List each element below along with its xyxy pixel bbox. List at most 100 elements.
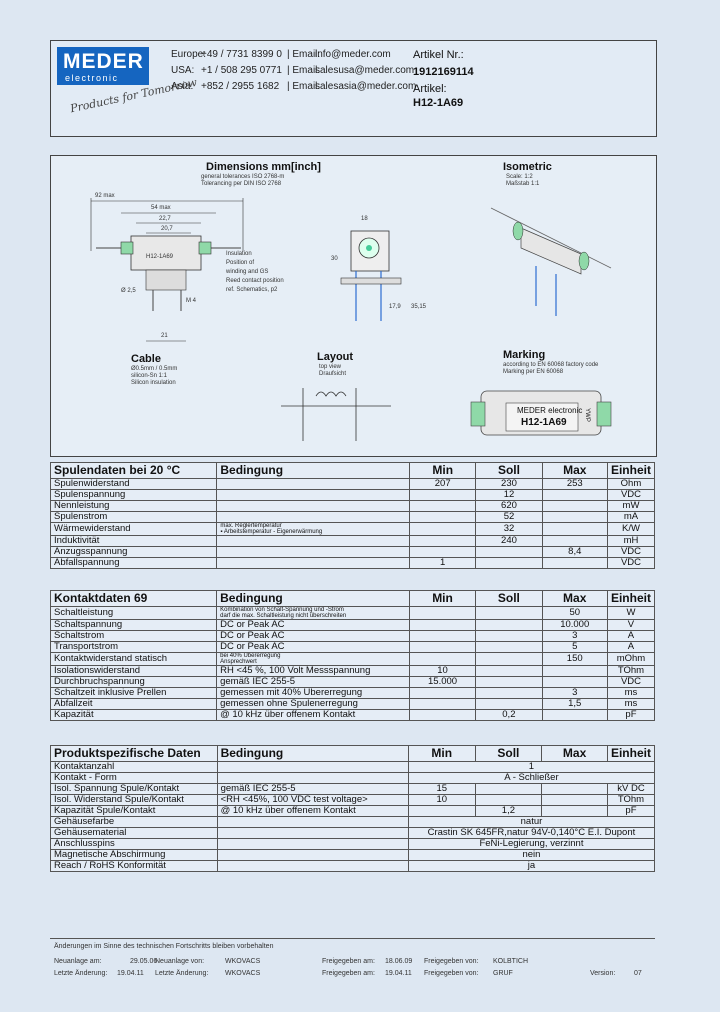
produkt-cell-unit: TOhm <box>606 794 656 806</box>
spulen-cell-min <box>409 511 477 523</box>
spulen-header-max: Max <box>541 462 608 479</box>
spulen-header-min: Min <box>409 462 477 479</box>
spulen-header-unit: Einheit <box>606 462 656 479</box>
contact-europe-email[interactable]: info@meder.com <box>315 49 391 60</box>
spulen-cell-cond <box>216 535 411 547</box>
isometric-title: Isometric <box>503 161 552 173</box>
side-wire <box>366 245 372 251</box>
kontakt-cell-min <box>408 698 477 710</box>
spulen-header-cond: Bedingung <box>216 462 411 479</box>
kontakt-cell-soll <box>475 630 543 642</box>
kontakt-cell-cond: bei 40% Übererregung Ansprechwert <box>216 652 410 666</box>
marking-left-insulator <box>470 401 486 427</box>
spulen-cell-name: Wärmewiderstand <box>49 522 218 536</box>
kontakt-cell-min: 10 <box>408 665 477 677</box>
left-insulator <box>120 241 134 255</box>
footer-frei-von-label: Freigegeben von: <box>424 958 479 965</box>
spulen-header-soll: Soll <box>475 462 543 479</box>
meder-logo: MEDER electronic <box>57 47 149 85</box>
produkt-cell-cond <box>216 772 409 784</box>
spulen-cell-unit: mA <box>606 511 656 523</box>
produkt-cell-min <box>407 805 476 817</box>
kontakt-cell-max: 50 <box>541 606 608 620</box>
dim-18: 18 <box>361 216 368 222</box>
contact-asia-email[interactable]: salesasia@meder.com <box>315 81 417 92</box>
produkt-cell-span: 1 <box>407 761 656 773</box>
produkt-cell-name: Isol. Widerstand Spule/Kontakt <box>50 794 218 806</box>
spulen-header-name: Spulendaten bei 20 °C <box>49 462 218 479</box>
contact-europe-email-label: | Email: <box>287 49 321 60</box>
kontakt-cell-soll <box>475 619 543 631</box>
spulen-cell-cond: max. Reglertemperatur ▪ Arbeitstemperatu… <box>216 522 411 536</box>
drawing-note-3: winding and GS <box>226 269 269 275</box>
contact-usa-email[interactable]: salesusa@meder.com <box>315 65 415 76</box>
footer-aend-von: WKOVACS <box>225 970 261 977</box>
marking-brand: MEDER electronic <box>517 406 583 415</box>
dim-17-9: 17,9 <box>389 304 401 310</box>
produkt-cell-max <box>541 794 608 806</box>
produkt-cell-name: Kontakt - Form <box>50 772 218 784</box>
drawing-note-2: Position of <box>226 260 255 266</box>
spulen-cell-max: 253 <box>541 478 608 490</box>
logo-main-text: MEDER <box>63 50 144 73</box>
kontakt-cell-max: 3 <box>541 630 608 642</box>
drawing-area: Dimensions mm[inch] general tolerances I… <box>50 155 657 457</box>
marking-right-insulator <box>596 401 612 427</box>
produkt-cell-name: Reach / RoHS Konformität <box>50 860 218 872</box>
contact-europe-region: Europe: <box>171 49 207 60</box>
produkt-cell-name: Kapazität Spule/Kontakt <box>50 805 218 817</box>
kontakt-cell-name: Durchbruchspannung <box>49 676 218 688</box>
kontakt-cell-soll <box>475 652 543 666</box>
kontakt-cell-name: Abfallzeit <box>49 698 218 710</box>
kontakt-cell-unit: ms <box>606 698 656 710</box>
footer-frei2-am-label: Freigegeben am: <box>322 970 375 977</box>
drawing-note-4: Reed contact position <box>226 278 284 284</box>
kontakt-cell-max: 150 <box>541 652 608 666</box>
produkt-header-max: Max <box>541 745 608 762</box>
marking-part: H12-1A69 <box>521 417 567 428</box>
dim-92: 92 max <box>95 193 115 199</box>
produkt-row: Isol. Widerstand Spule/Kontakt<RH <45%, … <box>50 794 656 806</box>
produkt-cell-soll: 1,2 <box>474 805 543 817</box>
spulen-cell-name: Spulenwiderstand <box>49 478 218 490</box>
kontakt-cell-name: Schaltzeit inklusive Prellen <box>49 687 218 699</box>
iso-wire <box>490 207 612 269</box>
kontakt-header-name: Kontaktdaten 69 <box>49 590 218 607</box>
produkt-cell-name: Anschlusspins <box>50 838 218 850</box>
spulen-cell-min <box>409 546 477 558</box>
spulen-cell-name: Abfallspannung <box>49 557 218 569</box>
dim-21: 21 <box>161 333 168 339</box>
kontakt-cell-unit: V <box>606 619 656 631</box>
dimensions-note: general tolerances ISO 2768-m Tolerancin… <box>201 174 285 187</box>
produkt-cell-span: nein <box>407 849 656 861</box>
dim-35-15: 35,15 <box>411 304 427 310</box>
layout-note: top view Draufsicht <box>319 364 347 377</box>
spulen-cell-cond <box>216 478 411 490</box>
spulen-cell-unit: mH <box>606 535 656 547</box>
cable-note: Ø0.5mm / 0.5mm silicon-Sn 1:1 Silicon in… <box>131 366 178 386</box>
spulen-cell-cond <box>216 500 411 512</box>
produkt-cell-min: 10 <box>407 794 476 806</box>
footer-frei2-von-label: Freigegeben von: <box>424 970 479 977</box>
marking-code: YWP <box>583 408 590 422</box>
spulen-cell-name: Induktivität <box>49 535 218 547</box>
kontakt-cell-unit: A <box>606 630 656 642</box>
kontakt-cell-unit: ms <box>606 687 656 699</box>
spulen-cell-name: Nennleistung <box>49 500 218 512</box>
produkt-cell-soll <box>474 794 543 806</box>
spulen-cell-name: Anzugsspannung <box>49 546 218 558</box>
produkt-cell-cond <box>216 827 409 839</box>
kontakt-cell-min <box>408 641 477 653</box>
marking-label-plate <box>505 402 579 432</box>
